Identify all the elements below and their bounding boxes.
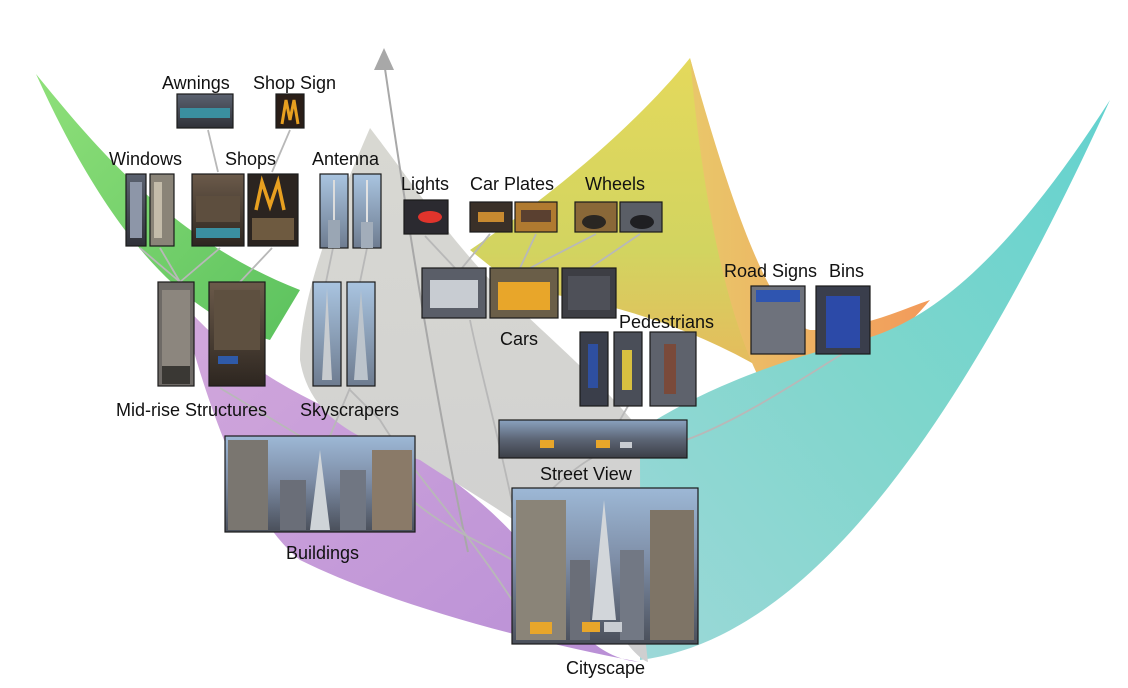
wheels-image-2 xyxy=(619,201,663,233)
car-plates-image-1 xyxy=(469,201,513,233)
label-cars: Cars xyxy=(500,329,538,349)
skyscrapers-image-2 xyxy=(346,281,376,387)
label-antenna: Antenna xyxy=(312,149,380,169)
road-signs-image xyxy=(750,285,806,355)
edge-cityscape-skyscrapers xyxy=(349,389,513,601)
lights-image xyxy=(403,199,449,235)
axis-arrow xyxy=(374,48,469,553)
skyscrapers-image-1 xyxy=(312,281,342,387)
cars-image-3 xyxy=(561,267,617,319)
edge-shops-awnings xyxy=(207,129,219,173)
buildings-image xyxy=(224,435,416,533)
surface-teal-lobe xyxy=(640,100,1110,660)
edge-midrise-shops-2 xyxy=(239,247,273,283)
edge-cars-wheels-2 xyxy=(589,233,641,269)
surface-green-lobe xyxy=(36,74,300,340)
edge-shops-shopsign xyxy=(271,129,291,173)
label-awnings: Awnings xyxy=(162,73,230,93)
surface-orange-lobe xyxy=(690,58,930,382)
antenna-image-2 xyxy=(352,173,382,249)
mid-rise-image-1 xyxy=(157,281,195,387)
bins-image xyxy=(815,285,871,355)
antenna-image-1 xyxy=(319,173,349,249)
label-road-signs: Road Signs xyxy=(724,261,817,281)
node-labels: Awnings Shop Sign Windows Shops Antenna … xyxy=(109,73,864,678)
windows-image-2 xyxy=(149,173,175,247)
wheels-image-1 xyxy=(574,201,618,233)
label-pedestrians: Pedestrians xyxy=(619,312,714,332)
edge-buildings-midrise xyxy=(219,387,301,437)
edge-midrise-windows-2 xyxy=(159,247,181,283)
label-car-plates: Car Plates xyxy=(470,174,554,194)
windows-image-1 xyxy=(125,173,147,247)
label-cityscape: Cityscape xyxy=(566,658,645,678)
pedestrians-image-2 xyxy=(613,331,643,407)
mid-rise-image-2 xyxy=(208,281,266,387)
edge-buildings-skyscrapers xyxy=(329,387,351,437)
edge-cars-plates-1 xyxy=(461,233,491,269)
edge-skyscrapers-antenna-1 xyxy=(325,247,334,283)
label-windows: Windows xyxy=(109,149,182,169)
shops-image-1 xyxy=(191,173,245,247)
edge-cars-lights xyxy=(424,235,456,269)
awnings-image xyxy=(176,93,234,129)
label-shop-sign: Shop Sign xyxy=(253,73,336,93)
edge-skyscrapers-antenna-2 xyxy=(359,247,368,283)
pedestrians-image-3 xyxy=(649,331,697,407)
edge-streetview-roadsigns xyxy=(685,353,843,441)
label-mid-rise: Mid-rise Structures xyxy=(116,400,267,420)
label-bins: Bins xyxy=(829,261,864,281)
label-buildings: Buildings xyxy=(286,543,359,563)
edge-streetview-pedestrians xyxy=(619,405,629,421)
hierarchy-edges xyxy=(139,129,843,601)
edge-cars-wheels-1 xyxy=(529,233,597,269)
cars-image-1 xyxy=(421,267,487,319)
label-wheels: Wheels xyxy=(585,174,645,194)
label-shops: Shops xyxy=(225,149,276,169)
street-view-image xyxy=(498,419,688,459)
cityscape-image xyxy=(511,487,699,645)
label-skyscrapers: Skyscrapers xyxy=(300,400,399,420)
cars-image-2 xyxy=(489,267,559,319)
shop-sign-image xyxy=(275,93,305,129)
label-street-view: Street View xyxy=(540,464,633,484)
pedestrians-image-1 xyxy=(579,331,609,407)
car-plates-image-2 xyxy=(514,201,558,233)
edge-midrise-windows-1 xyxy=(139,247,181,283)
edge-midrise-shops-1 xyxy=(179,247,221,283)
edge-cars-plates-2 xyxy=(519,233,537,269)
shops-image-2 xyxy=(247,173,299,247)
thumbnails xyxy=(125,93,871,645)
label-lights: Lights xyxy=(401,174,449,194)
